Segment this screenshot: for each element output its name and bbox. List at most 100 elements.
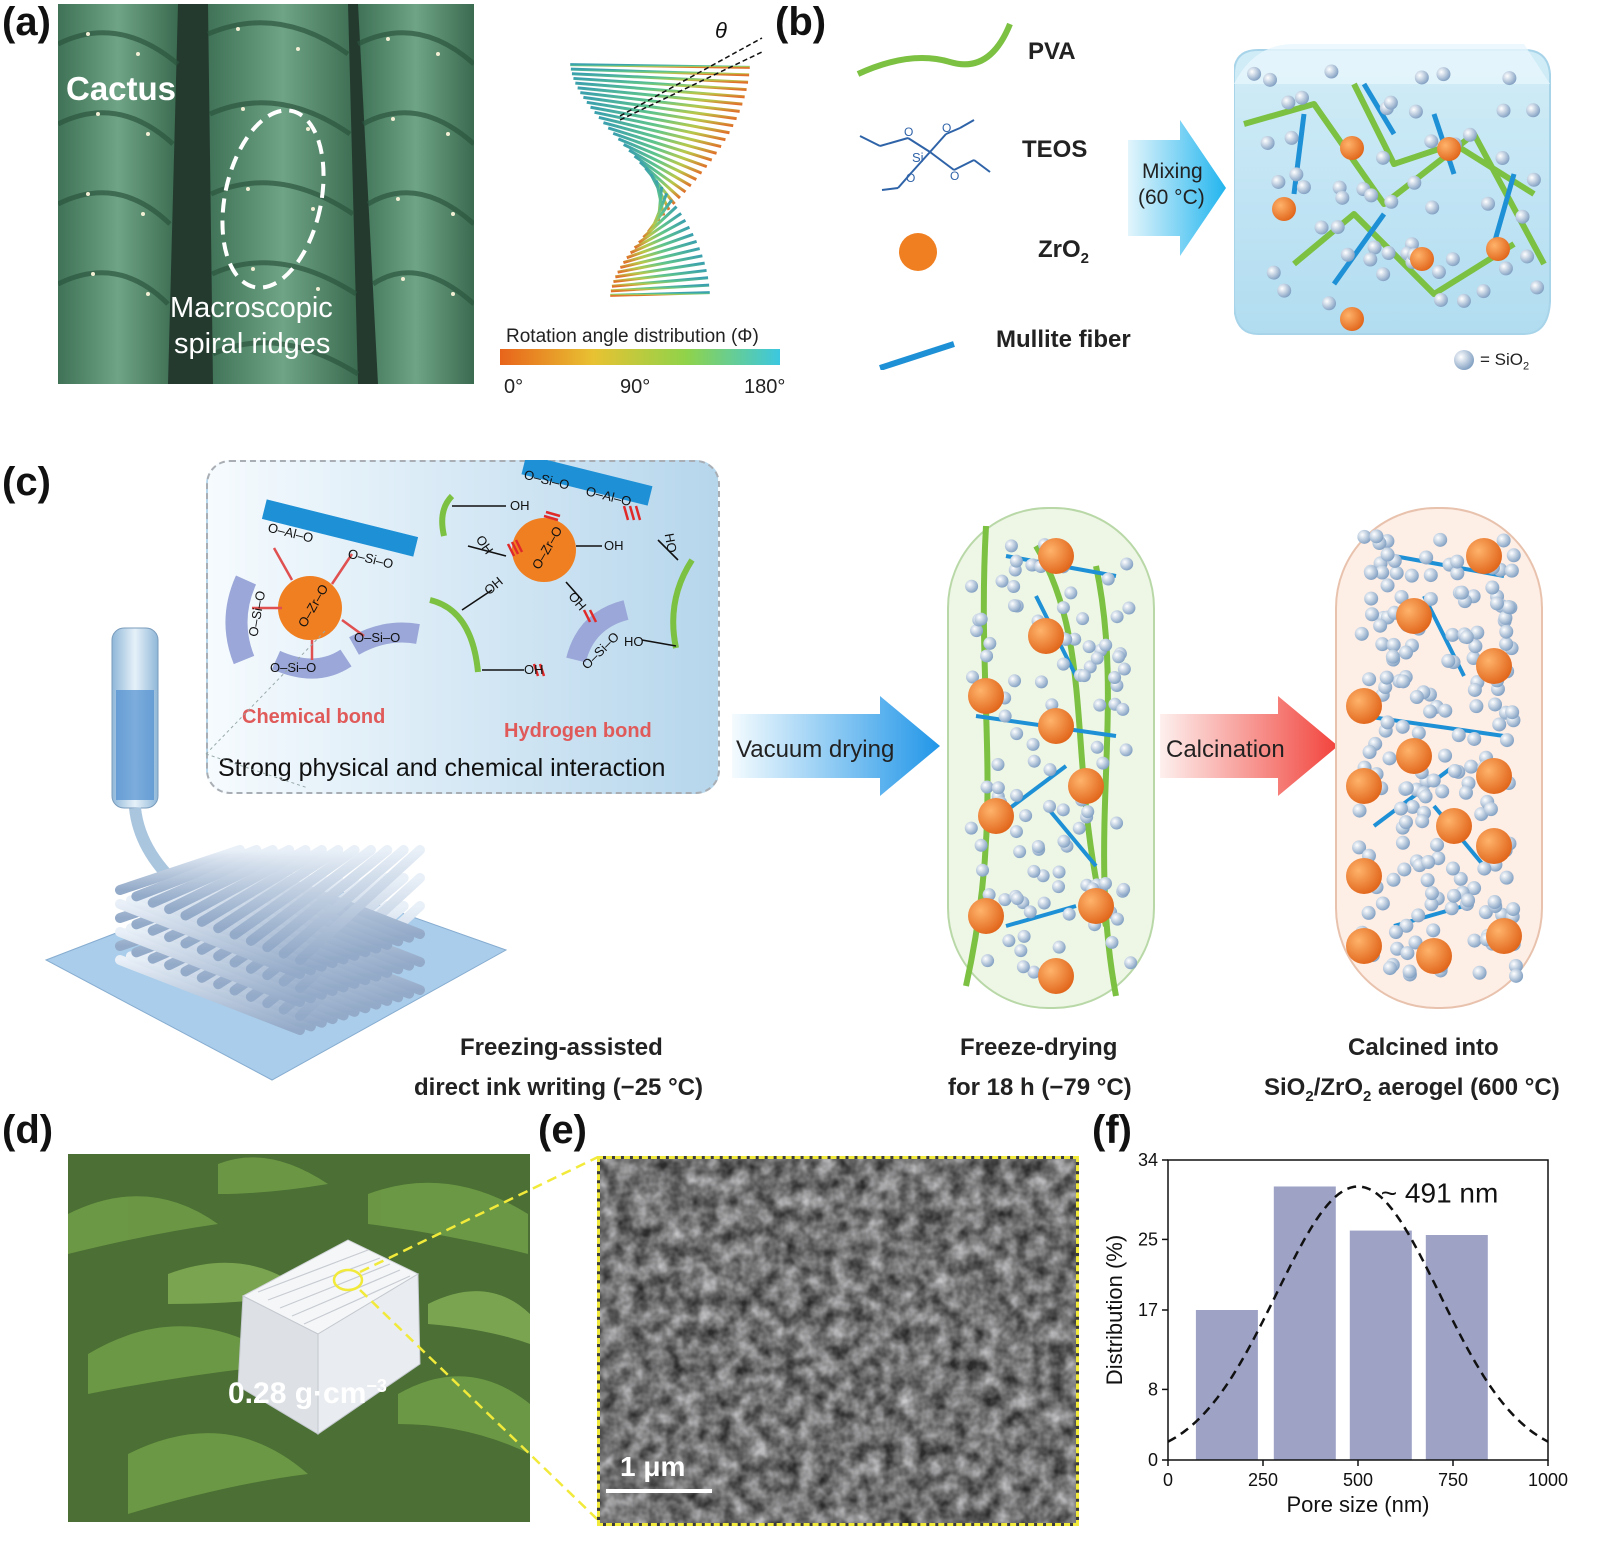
- y-tick-label: 34: [1138, 1150, 1158, 1170]
- sio2-particle: [1112, 650, 1126, 664]
- zro2-particle: [1346, 928, 1382, 964]
- bar-1: [1273, 1186, 1336, 1460]
- sio2-particle: [964, 821, 978, 835]
- sio2-particle: [1498, 610, 1513, 625]
- helicoid-fiber: [607, 126, 713, 162]
- mixture-cube: [1234, 44, 1551, 335]
- sio2-particle: [1399, 645, 1414, 660]
- sio2-particle: [1501, 600, 1516, 615]
- svg-text:O: O: [950, 169, 959, 183]
- sio2-particle: [1294, 90, 1309, 105]
- sio2-particle: [1380, 715, 1395, 730]
- sio2-particle: [1008, 674, 1022, 688]
- sio2-particle: [980, 649, 994, 663]
- zro2-particle: [1396, 598, 1432, 634]
- scaffold-rod: [180, 845, 311, 921]
- sio2-particle: [1477, 861, 1492, 876]
- panel-label-a: (a): [2, 0, 51, 44]
- x-tick-label: 750: [1438, 1470, 1468, 1490]
- sio2-particle: [1426, 923, 1441, 938]
- zro2-particle: [1436, 808, 1472, 844]
- sio2-particle: [1399, 918, 1414, 933]
- sio2-particle: [1062, 907, 1076, 921]
- silica-chain-left: [225, 575, 257, 665]
- sio2-particle: [1388, 925, 1403, 940]
- helicoid-fiber: [571, 72, 749, 84]
- sio2-particle: [1010, 727, 1024, 741]
- helicoid-fibers: [570, 58, 750, 297]
- sio2-particle: [1009, 554, 1023, 568]
- panel-label-e: (e): [538, 1108, 587, 1152]
- silica-chain-bottom: [271, 649, 352, 679]
- helicoid-fiber: [590, 105, 730, 135]
- sio2-particle: [1444, 901, 1459, 916]
- sio2-particle: [1365, 607, 1380, 622]
- sio2-particle: [1402, 964, 1417, 979]
- sio2-particle: [1381, 246, 1396, 261]
- sio2-particle: [1472, 965, 1487, 980]
- zro2-particle: [1476, 828, 1512, 864]
- sio2-particle: [1031, 839, 1045, 853]
- sio2-particle: [1520, 249, 1535, 264]
- svg-text:OH: OH: [604, 538, 624, 553]
- sio2-particle: [1010, 788, 1024, 802]
- sio2-particle: [1077, 669, 1091, 683]
- sio2-particle: [1526, 172, 1541, 187]
- sio2-particle: [1120, 557, 1134, 571]
- svg-text:HO: HO: [624, 634, 644, 649]
- zro2-particle: [1038, 538, 1074, 574]
- helicoid-fiber: [610, 283, 710, 293]
- sio2-particle: [1004, 539, 1018, 553]
- sio2-particle: [1504, 563, 1519, 578]
- sio2-particle: [1352, 840, 1367, 855]
- sio2-particle: [1383, 95, 1398, 110]
- sio2-particle: [1064, 586, 1078, 600]
- sio2-particle: [1408, 104, 1423, 119]
- sio2-particle: [1027, 864, 1041, 878]
- scaffold-rod: [125, 923, 316, 1004]
- sio2-particle: [1016, 960, 1030, 974]
- sio2-particle: [1492, 717, 1507, 732]
- scaffold-rod: [295, 845, 425, 965]
- hydrogen-bond-marks: [506, 505, 642, 677]
- y-tick-label: 17: [1138, 1300, 1158, 1320]
- sio2-particle: [1404, 568, 1419, 583]
- sio2-particle: [1395, 719, 1410, 734]
- sio2-particle: [998, 709, 1012, 723]
- sio2-legend-icon: [1454, 350, 1474, 370]
- sio2-particle: [1056, 803, 1070, 817]
- svg-text:O: O: [942, 121, 951, 135]
- zro2-particle: [1068, 768, 1104, 804]
- sio2-particle: [1376, 150, 1391, 165]
- sio2-particle: [1002, 934, 1016, 948]
- spiral-label-line2: spiral ridges: [174, 328, 331, 360]
- y-axis-label: Distribution (%): [1102, 1235, 1127, 1385]
- sio2-particle: [1110, 912, 1124, 926]
- scaffold-rod: [125, 895, 316, 976]
- calcination-arrow: [1160, 696, 1338, 796]
- sio2-particle: [1435, 784, 1450, 799]
- sio2-particle: [1364, 565, 1379, 580]
- sio2-particle: [1405, 799, 1420, 814]
- silica-chain-right: [349, 622, 420, 655]
- sio2-particle: [1380, 578, 1395, 593]
- helicoid-fiber: [575, 81, 745, 99]
- sio2-particle: [1461, 893, 1476, 908]
- sio2-particle: [1407, 175, 1422, 190]
- zro2-icon: [899, 233, 937, 271]
- sio2-particle: [1530, 280, 1545, 295]
- sio2-particle: [976, 863, 990, 877]
- sio2-particle: [1462, 127, 1477, 142]
- zro2-particle: [1466, 538, 1502, 574]
- sio2-particle: [1379, 670, 1394, 685]
- sio2-particle: [981, 954, 995, 968]
- panel-label-c: (c): [2, 460, 51, 504]
- sio2-particle: [1464, 759, 1479, 774]
- zro2-particle: [978, 798, 1014, 834]
- y-tick-label: 8: [1148, 1379, 1158, 1399]
- zro2-particle: [1340, 136, 1364, 160]
- sio2-particle: [1007, 579, 1021, 593]
- capsule1-particles: [963, 525, 1138, 997]
- sio2-particle: [980, 780, 994, 794]
- sio2-particle: [1098, 876, 1112, 890]
